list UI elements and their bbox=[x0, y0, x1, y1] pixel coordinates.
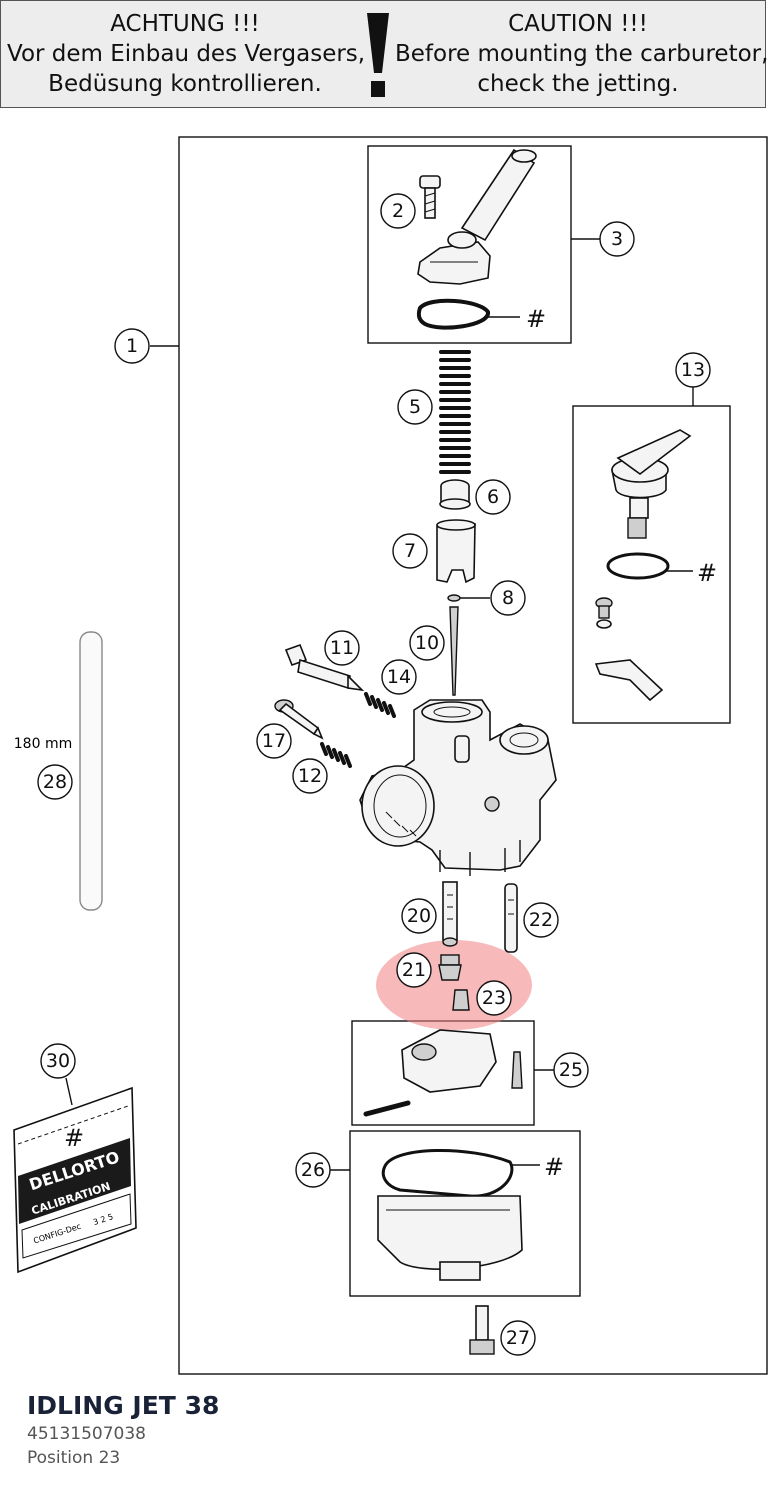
callout-14[interactable]: 14 bbox=[381, 659, 417, 695]
part-30-jet-kit-package-drawing: DELLORTO CALIBRATION CONFIG-Dec 3 2 5 bbox=[13, 1086, 137, 1274]
hash-mark-bowl-gasket: # bbox=[544, 1153, 564, 1181]
exclamation-icon bbox=[367, 13, 389, 97]
part-number: 45131507038 bbox=[27, 1424, 146, 1444]
callout-1[interactable]: 1 bbox=[114, 328, 150, 364]
warning-german-heading: ACHTUNG !!! bbox=[110, 11, 260, 37]
warning-english: CAUTION !!! Before mounting the carburet… bbox=[395, 9, 768, 99]
callout-17[interactable]: 17 bbox=[256, 723, 292, 759]
part-26-float-bowl-drawing bbox=[377, 1149, 523, 1281]
callout-2[interactable]: 2 bbox=[380, 193, 416, 229]
callout-2-label: 2 bbox=[392, 200, 404, 222]
exploded-parts-diagram: .ln { fill: none; stroke: #111; stroke-w… bbox=[13, 136, 768, 1375]
callout-8[interactable]: 8 bbox=[490, 580, 526, 616]
callout-20[interactable]: 20 bbox=[401, 898, 437, 934]
part-22-tube-drawing bbox=[504, 883, 518, 953]
part-17-idle-screw-drawing bbox=[274, 699, 324, 740]
callout-8-label: 8 bbox=[502, 587, 514, 609]
callout-10[interactable]: 10 bbox=[409, 625, 445, 661]
choke-bracket-drawing bbox=[594, 659, 664, 702]
part-14-spring-drawing bbox=[364, 692, 396, 718]
part-25-float-drawing bbox=[363, 1029, 523, 1117]
part-caption: IDLING JET 38 45131507038 Position 23 bbox=[27, 1390, 219, 1470]
callout-27-label: 27 bbox=[506, 1327, 530, 1349]
callout-25[interactable]: 25 bbox=[553, 1052, 589, 1088]
warning-english-heading: CAUTION !!! bbox=[508, 11, 648, 37]
choke-group-box bbox=[572, 405, 731, 724]
callout-3-label: 3 bbox=[611, 228, 623, 250]
callout-13-label: 13 bbox=[681, 359, 705, 381]
warning-english-line1: Before mounting the carburetor, bbox=[395, 41, 768, 67]
part-2-screw-drawing bbox=[419, 175, 441, 219]
callout-25-label: 25 bbox=[559, 1059, 583, 1081]
callout-22-label: 22 bbox=[529, 909, 553, 931]
part-21-main-jet-drawing bbox=[438, 954, 462, 981]
callout-21[interactable]: 21 bbox=[396, 952, 432, 988]
choke-screw-drawing bbox=[595, 597, 613, 629]
callout-6-label: 6 bbox=[487, 486, 499, 508]
warning-banner: ACHTUNG !!! Vor dem Einbau des Vergasers… bbox=[0, 0, 768, 108]
part-7-throttle-slide-drawing bbox=[436, 519, 476, 584]
choke-gasket-drawing bbox=[606, 552, 670, 580]
callout-27[interactable]: 27 bbox=[500, 1320, 536, 1356]
callout-7-label: 7 bbox=[404, 540, 416, 562]
carburetor-body-drawing bbox=[359, 699, 557, 876]
warning-german-line1: Vor dem Einbau des Vergasers, bbox=[7, 41, 366, 67]
part-name: IDLING JET 38 bbox=[27, 1391, 220, 1420]
callout-12[interactable]: 12 bbox=[292, 758, 328, 794]
callout-13[interactable]: 13 bbox=[675, 352, 711, 388]
callout-26-label: 26 bbox=[301, 1159, 325, 1181]
part-28-hose-drawing bbox=[79, 631, 103, 911]
callout-6[interactable]: 6 bbox=[475, 479, 511, 515]
hash-mark-package: # bbox=[64, 1124, 84, 1152]
callout-22[interactable]: 22 bbox=[523, 902, 559, 938]
part-13-choke-drawing bbox=[611, 429, 692, 539]
callout-23-label: 23 bbox=[482, 987, 506, 1009]
callout-10-label: 10 bbox=[415, 632, 439, 654]
callout-3[interactable]: 3 bbox=[599, 221, 635, 257]
hose-length-label: 180 mm bbox=[14, 736, 72, 752]
part-11-air-screw-drawing bbox=[284, 643, 365, 692]
callout-7[interactable]: 7 bbox=[392, 533, 428, 569]
callout-20-label: 20 bbox=[407, 905, 431, 927]
warning-german: ACHTUNG !!! Vor dem Einbau des Vergasers… bbox=[7, 9, 366, 99]
callout-17-label: 17 bbox=[262, 730, 286, 752]
part-5-spring-drawing bbox=[439, 350, 471, 476]
selected-part-highlight bbox=[376, 940, 532, 1030]
callout-5[interactable]: 5 bbox=[397, 389, 433, 425]
part-27-bolt-drawing bbox=[469, 1305, 495, 1355]
callout-12-label: 12 bbox=[298, 765, 322, 787]
callout-1-label: 1 bbox=[126, 335, 138, 357]
warning-english-line2: check the jetting. bbox=[477, 71, 679, 97]
float-bowl-group-box bbox=[349, 1130, 581, 1297]
main-assembly-frame bbox=[178, 136, 768, 1375]
hash-mark-choke-gasket: # bbox=[697, 559, 717, 587]
callout-14-label: 14 bbox=[387, 666, 411, 688]
callout-21-label: 21 bbox=[402, 959, 426, 981]
warning-german-line2: Bedüsung kontrollieren. bbox=[48, 71, 322, 97]
callout-23[interactable]: 23 bbox=[476, 980, 512, 1016]
part-12-spring-drawing bbox=[320, 742, 352, 768]
o-ring-drawing bbox=[416, 298, 490, 330]
callout-5-label: 5 bbox=[409, 396, 421, 418]
part-10-needle-drawing bbox=[449, 606, 459, 696]
part-6-retainer-drawing bbox=[439, 479, 471, 510]
callout-28-label: 28 bbox=[43, 771, 67, 793]
callout-11[interactable]: 11 bbox=[324, 630, 360, 666]
callout-11-label: 11 bbox=[330, 637, 354, 659]
part-position: Position 23 bbox=[27, 1448, 121, 1468]
callout-28[interactable]: 28 bbox=[37, 764, 73, 800]
part-3-cable-cap-drawing bbox=[417, 148, 537, 285]
hash-mark-o-ring: # bbox=[526, 305, 546, 333]
callout-26[interactable]: 26 bbox=[295, 1152, 331, 1188]
part-20-jet-tube-drawing bbox=[442, 881, 458, 947]
part-23-idling-jet-drawing bbox=[452, 989, 470, 1011]
callout-30[interactable]: 30 bbox=[40, 1043, 76, 1079]
throttle-cable-group-box bbox=[367, 145, 572, 344]
callout-30-label: 30 bbox=[46, 1050, 70, 1072]
part-8-clip-drawing bbox=[447, 594, 461, 602]
